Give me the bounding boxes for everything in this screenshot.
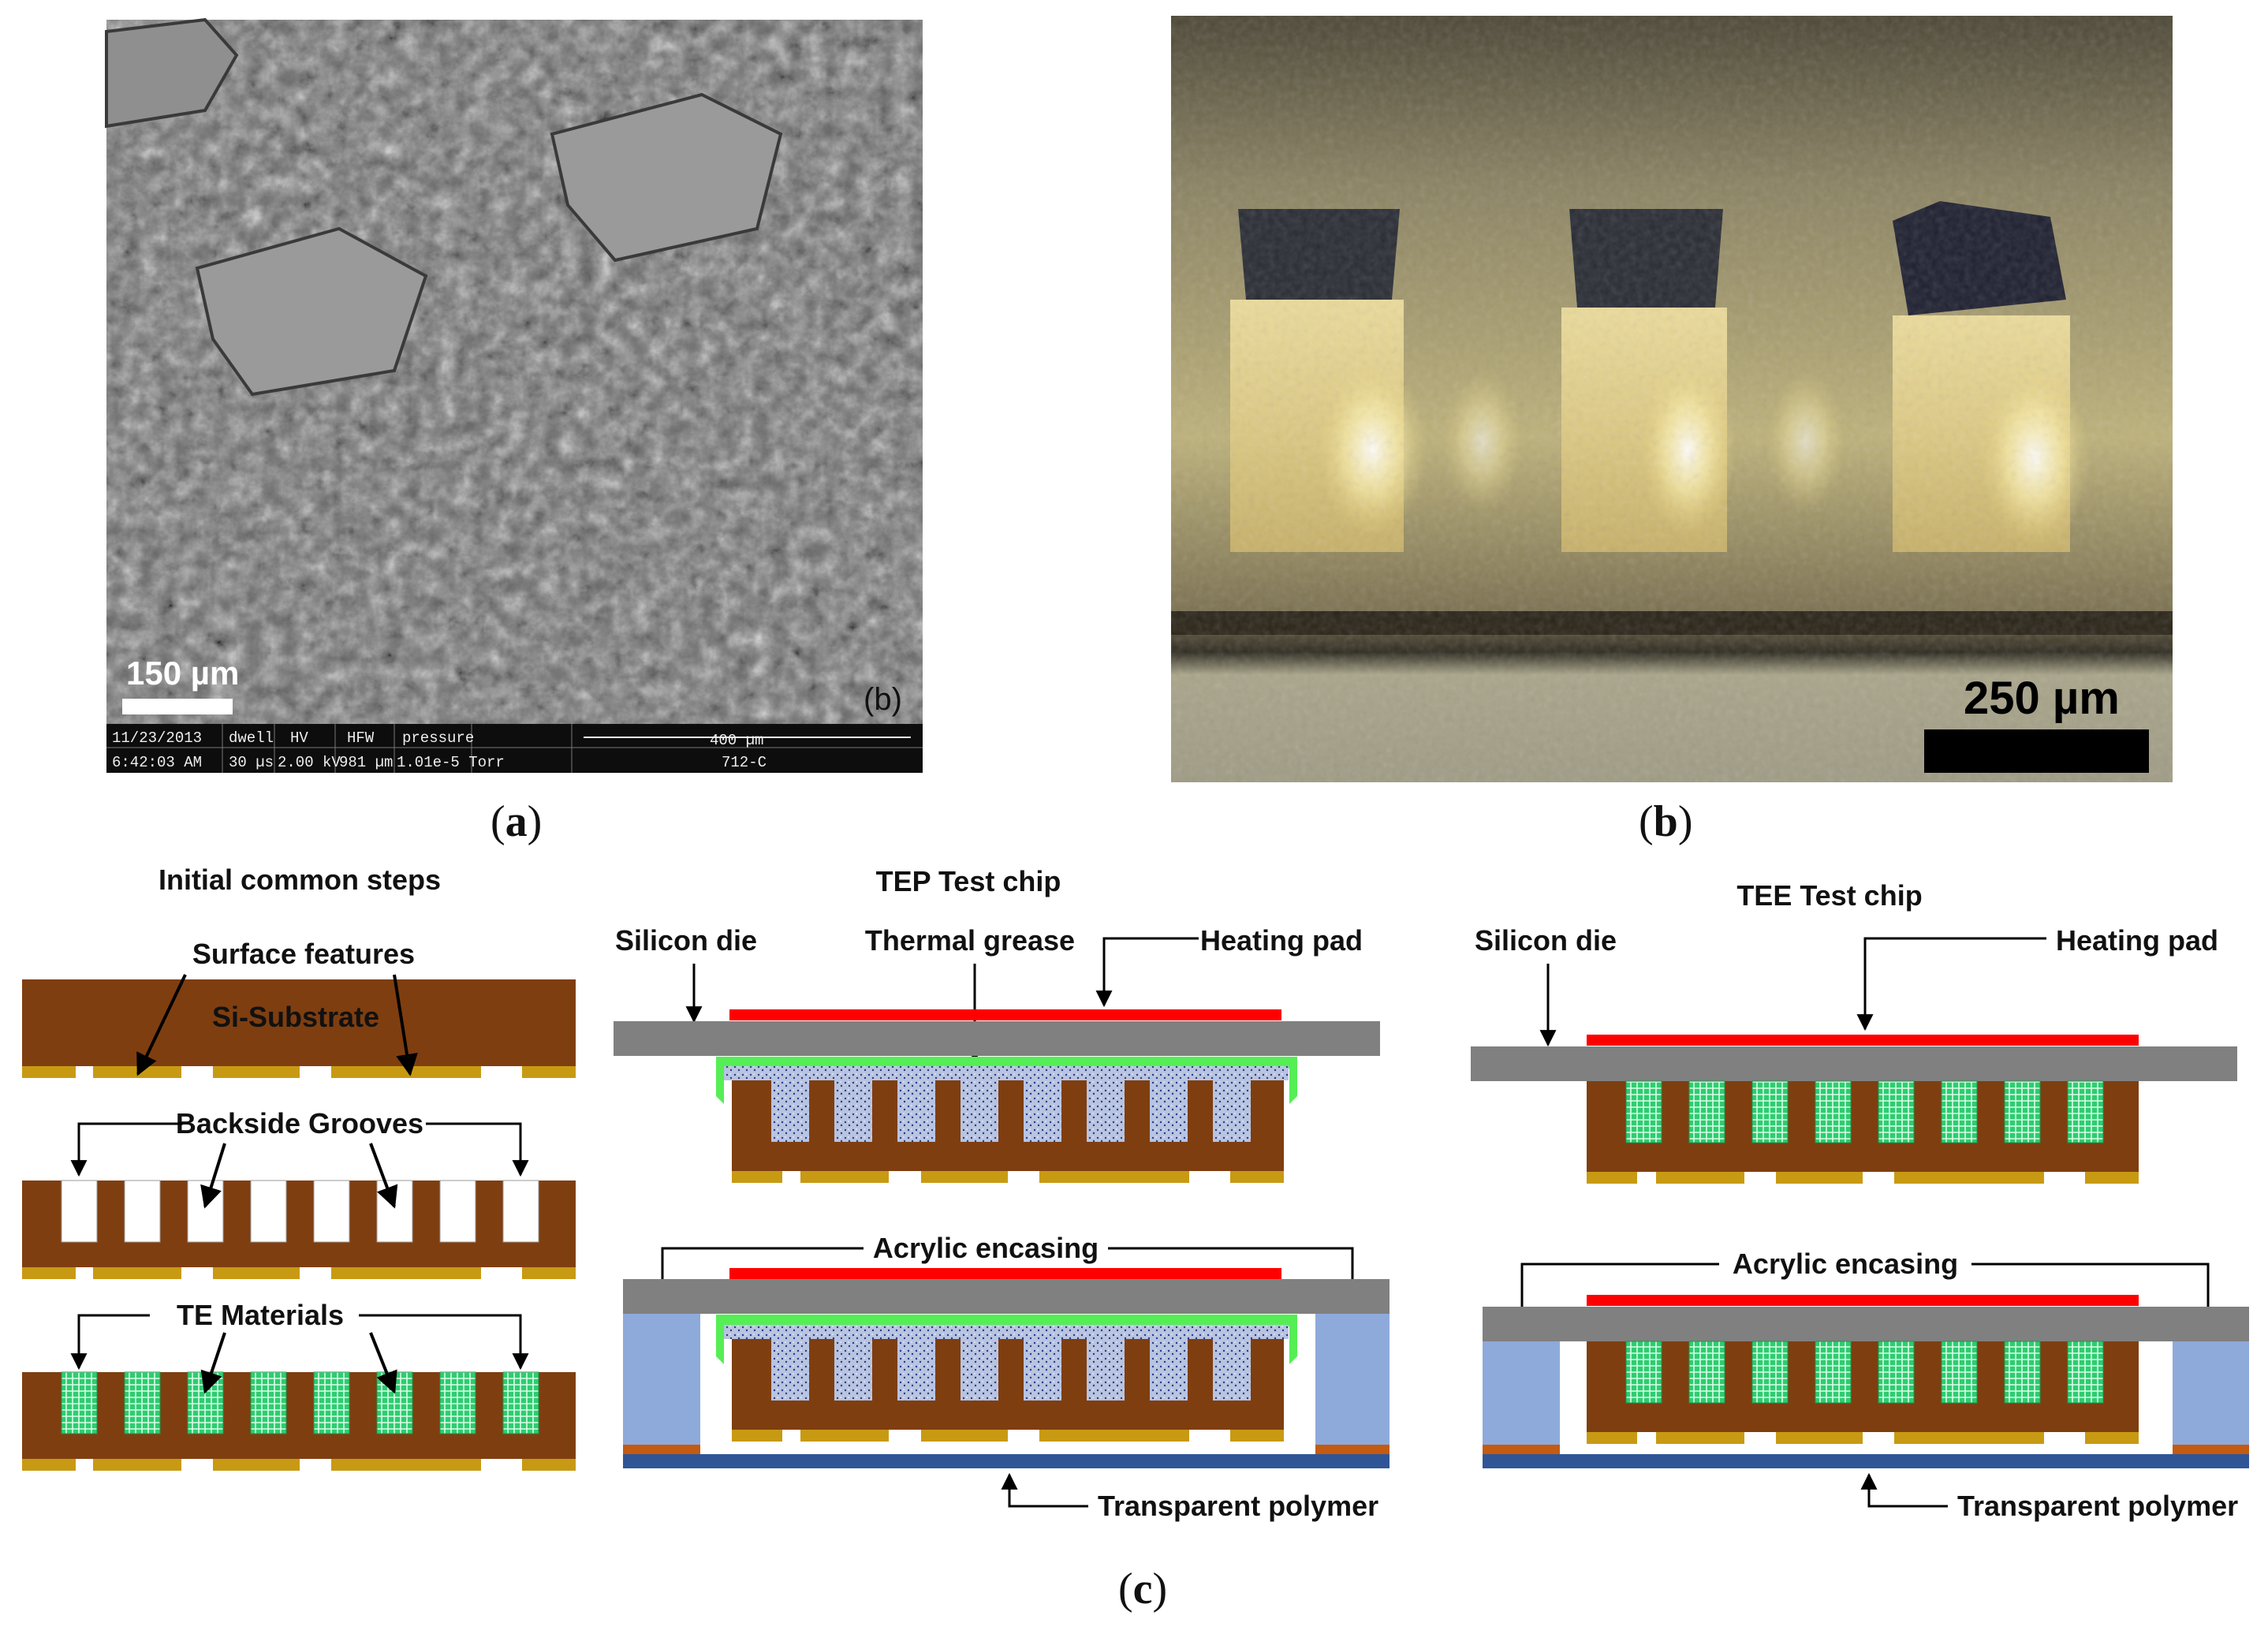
step-backside-grooves: Backside Grooves bbox=[22, 1107, 576, 1279]
gold-pad-row bbox=[1587, 1432, 2139, 1444]
grease-fill bbox=[724, 1066, 1289, 1080]
gold-pad-row bbox=[22, 1267, 576, 1279]
tee-label-acrylic-encasing: Acrylic encasing bbox=[1733, 1248, 1958, 1280]
caption-a: (a) bbox=[491, 797, 542, 846]
photo-scale-label: 250 µm bbox=[1964, 673, 2120, 724]
grooved-substrate bbox=[22, 1181, 576, 1267]
gold-pad-row bbox=[1587, 1172, 2139, 1184]
sem-scale-label: 150 µm bbox=[126, 655, 239, 692]
orange-base-left bbox=[1483, 1445, 1560, 1454]
tee-lower-stack: Acrylic encasing bbox=[1483, 1248, 2249, 1522]
sem-scale-bar bbox=[122, 699, 233, 714]
thermal-grease-layer bbox=[716, 1315, 1297, 1364]
panel-a-sem-image: 11/23/2013 6:42:03 AM dwell 30 µs HV 2.0… bbox=[105, 17, 923, 773]
grease-fill bbox=[724, 1325, 1289, 1339]
sem-pillar-top bbox=[105, 17, 239, 129]
tee-title: TEE Test chip bbox=[1736, 879, 1922, 912]
tep-label-heating-pad: Heating pad bbox=[1200, 924, 1363, 957]
heating-pad bbox=[1587, 1035, 2139, 1046]
gold-pad-row bbox=[732, 1171, 1284, 1183]
tep-lower-stack: Acrylic encasing bbox=[623, 1232, 1390, 1522]
sem-dwell-label: dwell bbox=[229, 729, 274, 747]
transparent-polymer bbox=[1483, 1454, 2249, 1468]
svg-text:(a): (a) bbox=[491, 797, 542, 846]
sem-time: 6:42:03 AM bbox=[112, 754, 202, 771]
filled-substrate bbox=[22, 1372, 576, 1459]
panel-b-optical-photo: 250 µm bbox=[1171, 16, 2173, 782]
tee-test-chip-diagram: TEE Test chip Silicon die Heating pad bbox=[1471, 879, 2249, 1522]
common-steps-title: Initial common steps bbox=[159, 863, 441, 896]
sem-hv-value: 2.00 kV bbox=[278, 754, 341, 771]
sem-pressure-label: pressure bbox=[402, 729, 474, 747]
tep-label-acrylic-encasing: Acrylic encasing bbox=[873, 1232, 1099, 1264]
svg-text:(c): (c) bbox=[1118, 1565, 1167, 1613]
tee-label-heating-pad: Heating pad bbox=[2056, 924, 2218, 957]
gold-pad-row bbox=[22, 1066, 576, 1078]
sem-hfw-label: HFW bbox=[347, 729, 375, 747]
silicon-die bbox=[614, 1021, 1380, 1056]
sem-inset-letter: (b) bbox=[864, 682, 902, 717]
silicon-die bbox=[623, 1279, 1390, 1314]
heating-pad bbox=[729, 1009, 1281, 1020]
caption-c-letter: c bbox=[1133, 1565, 1153, 1613]
caption-c: (c) bbox=[1118, 1565, 1167, 1613]
sem-hv-label: HV bbox=[290, 729, 308, 747]
tee-label-silicon-die: Silicon die bbox=[1475, 924, 1617, 957]
transparent-polymer bbox=[623, 1454, 1390, 1468]
acrylic-encasing-left bbox=[1483, 1341, 1560, 1452]
heating-pad bbox=[729, 1268, 1281, 1279]
sem-dwell-value: 30 µs bbox=[229, 754, 274, 771]
tep-title: TEP Test chip bbox=[876, 865, 1061, 897]
gold-pad-row bbox=[22, 1459, 576, 1471]
orange-base-left bbox=[623, 1445, 700, 1454]
tep-upper-stack bbox=[614, 1009, 1380, 1183]
acrylic-encasing-right bbox=[1315, 1314, 1390, 1453]
photo-scale-bar bbox=[1924, 729, 2149, 773]
grease-filled-grooves bbox=[771, 1080, 1251, 1142]
tep-test-chip-diagram: TEP Test chip Silicon die Thermal grease… bbox=[614, 865, 1390, 1522]
common-steps-diagram: Initial common steps Surface features Si… bbox=[22, 863, 576, 1471]
caption-b-letter: b bbox=[1654, 797, 1678, 846]
tep-label-silicon-die: Silicon die bbox=[615, 924, 757, 957]
te-material-row bbox=[1625, 1080, 2104, 1143]
tee-substrate bbox=[1587, 1081, 2139, 1172]
svg-text:(b): (b) bbox=[1639, 797, 1692, 846]
tee-substrate bbox=[1587, 1341, 2139, 1432]
label-si-substrate: Si-Substrate bbox=[212, 1001, 379, 1033]
grease-filled-grooves bbox=[771, 1339, 1251, 1401]
te-material-row bbox=[1625, 1341, 2104, 1404]
heating-pad bbox=[1587, 1295, 2139, 1306]
orange-base-right bbox=[1315, 1445, 1390, 1454]
silicon-die bbox=[1483, 1307, 2249, 1341]
caption-b: (b) bbox=[1639, 797, 1692, 846]
step-surface-features: Surface features Si-Substrate bbox=[22, 938, 576, 1078]
gold-pad-row bbox=[732, 1430, 1284, 1442]
tee-upper-stack bbox=[1471, 1035, 2237, 1184]
groove-row bbox=[61, 1180, 539, 1243]
sem-pillar-top bbox=[195, 226, 428, 397]
tep-label-transparent-polymer: Transparent polymer bbox=[1098, 1490, 1378, 1522]
sem-pressure-value: 1.01e-5 Torr bbox=[397, 754, 505, 771]
sem-field-width-label: 400 µm bbox=[710, 732, 763, 749]
acrylic-encasing-right bbox=[2173, 1341, 2249, 1452]
sem-date: 11/23/2013 bbox=[112, 729, 202, 747]
tee-label-transparent-polymer: Transparent polymer bbox=[1957, 1490, 2238, 1522]
sem-sample-label: 712-C bbox=[722, 754, 767, 771]
si-substrate-block bbox=[22, 979, 576, 1066]
orange-base-right bbox=[2173, 1445, 2249, 1454]
tep-substrate bbox=[732, 1080, 1284, 1171]
acrylic-encasing-left bbox=[623, 1314, 700, 1453]
label-te-materials: TE Materials bbox=[177, 1299, 344, 1331]
sem-pillar-top bbox=[550, 92, 783, 263]
silicon-die bbox=[1471, 1046, 2237, 1081]
caption-a-letter: a bbox=[505, 797, 528, 846]
sem-info-bar bbox=[106, 724, 923, 773]
label-backside-grooves: Backside Grooves bbox=[176, 1107, 423, 1140]
sem-hfw-value: 981 µm bbox=[339, 754, 393, 771]
tep-label-thermal-grease: Thermal grease bbox=[865, 924, 1075, 957]
step-te-materials: TE Materials bbox=[22, 1299, 576, 1471]
label-surface-features: Surface features bbox=[192, 938, 415, 970]
tep-substrate bbox=[732, 1339, 1284, 1430]
